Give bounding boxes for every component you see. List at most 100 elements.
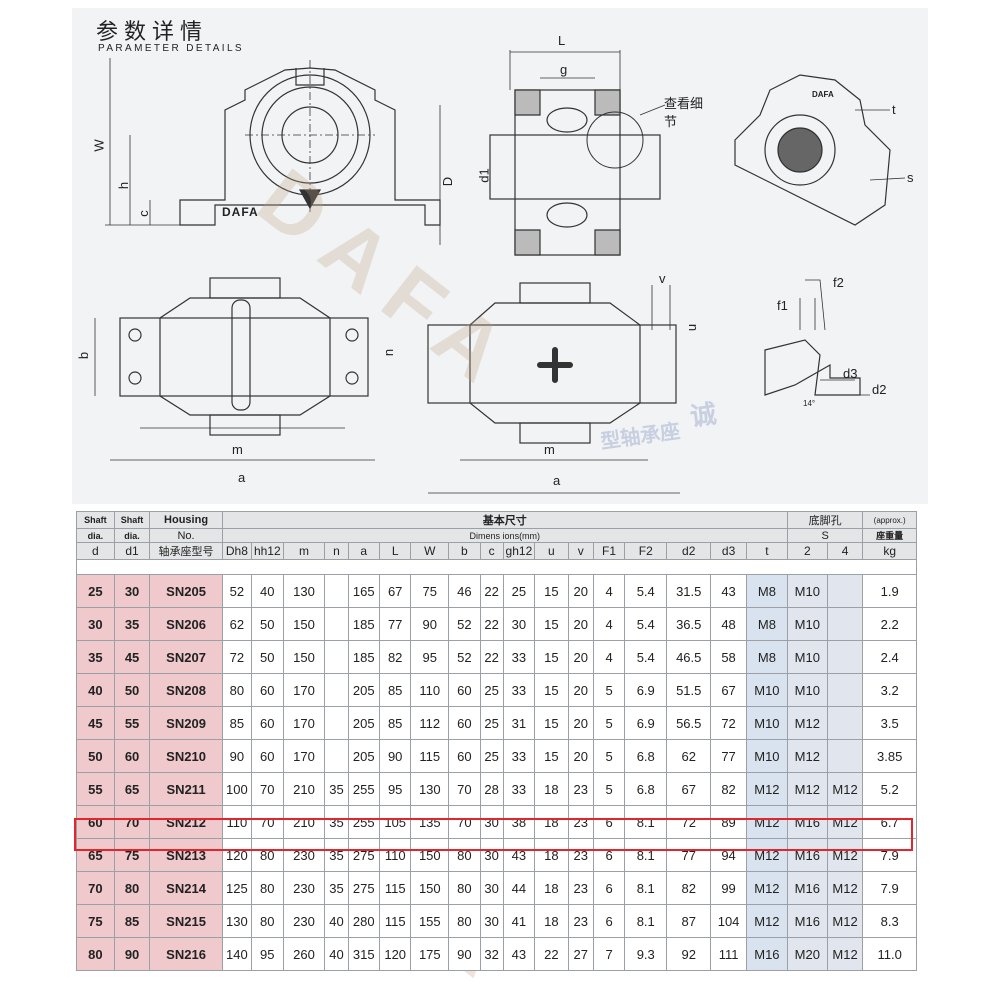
table-cell: 67 [378,574,412,608]
table-cell [324,739,349,773]
table-cell: 44 [502,871,536,905]
table-cell: 175 [410,937,450,971]
table-cell: 115 [378,871,412,905]
table-cell: 230 [282,838,326,872]
table-cell: 260 [282,937,326,971]
table-cell: 135 [410,805,450,839]
table-cell: SN210 [149,739,223,773]
table-cell: M8 [745,607,788,641]
table-cell: 2.2 [862,607,917,641]
table-cell: 72 [221,640,253,674]
table-cell: 35 [113,607,151,641]
hdr-shaft-2: Shaft [113,511,151,529]
table-cell: M12 [745,805,788,839]
hdr-col-17: d2 [666,542,712,560]
table-cell: SN205 [149,574,223,608]
table-cell: 35 [76,640,115,674]
hdr-col-14: v [567,542,594,560]
gap-row [76,559,917,575]
table-cell: M10 [786,673,828,707]
table-cell: 60 [448,706,481,740]
table-cell: 35 [324,838,349,872]
table-cell: M12 [786,772,828,806]
table-cell: 5 [592,706,626,740]
table-cell: 15 [534,673,569,707]
table-cell: 275 [347,871,380,905]
iso-view [734,74,906,226]
table-cell: M10 [786,574,828,608]
table-cell: 62 [666,739,712,773]
table-cell: 25 [479,739,504,773]
table-cell: 55 [76,772,115,806]
table-cell: 43 [710,574,747,608]
table-cell: 22 [479,640,504,674]
hdr-col-19: t [745,542,788,560]
table-cell: 72 [666,805,712,839]
table-cell: 40 [324,904,349,938]
table-cell: SN213 [149,838,223,872]
table-cell: 130 [221,904,253,938]
dim-h: h [116,181,132,190]
table-cell: 20 [567,673,594,707]
table-cell: 50 [251,607,284,641]
table-cell: 82 [710,772,747,806]
table-cell: M10 [786,607,828,641]
table-cell: 75 [410,574,450,608]
table-cell: 50 [251,640,284,674]
hdr-dia-2: dia. [113,528,151,543]
table-cell: 150 [410,838,450,872]
hdr-col-8: L [378,542,412,560]
table-cell: M8 [745,640,788,674]
table-cell: 77 [710,739,747,773]
table-cell: 60 [76,805,115,839]
table-cell: 52 [448,607,481,641]
dim-a-bottom: a [553,473,561,488]
table-cell: 55 [113,706,151,740]
table-cell [826,739,864,773]
table-cell: 205 [347,673,380,707]
hdr-col-5: m [282,542,326,560]
table-cell: 230 [282,871,326,905]
table-cell: 100 [221,772,253,806]
watermark-cn: 诚 [688,399,719,433]
table-cell: 110 [221,805,253,839]
table-cell: 110 [378,838,412,872]
table-cell: 43 [502,838,536,872]
table-cell: 6.9 [624,706,668,740]
table-cell: 95 [410,640,450,674]
table-cell: 46 [448,574,481,608]
drawing-svg [94,50,906,494]
table-cell: M16 [745,937,788,971]
table-cell: 43 [502,937,536,971]
section-view [439,50,666,256]
table-cell [324,673,349,707]
dim-m-top: m [232,442,243,457]
table-cell: M10 [745,739,788,773]
table-cell: 6 [592,838,626,872]
table-cell: 115 [378,904,412,938]
hdr-col-12: gh12 [502,542,536,560]
table-cell: 170 [282,739,326,773]
table-cell: 9.3 [624,937,668,971]
table-cell: 6 [592,805,626,839]
table-cell: 30 [76,607,115,641]
table-cell: 99 [710,871,747,905]
table-cell: 5.4 [624,607,668,641]
table-cell: SN211 [149,772,223,806]
hdr-foot-hole: 底脚孔 [786,511,864,529]
table-cell: 85 [221,706,253,740]
table-cell: 82 [666,871,712,905]
table-cell: M12 [826,772,864,806]
table-cell: 60 [113,739,151,773]
table-cell: 4 [592,574,626,608]
spec-table: Shaft Shaft Housing 基本尺寸 底脚孔 (approx.) d… [76,511,917,971]
hdr-col-11: c [479,542,504,560]
dim-f2: f2 [833,275,844,290]
table-cell: 80 [251,904,284,938]
hdr-col-3: Dh8 [221,542,253,560]
